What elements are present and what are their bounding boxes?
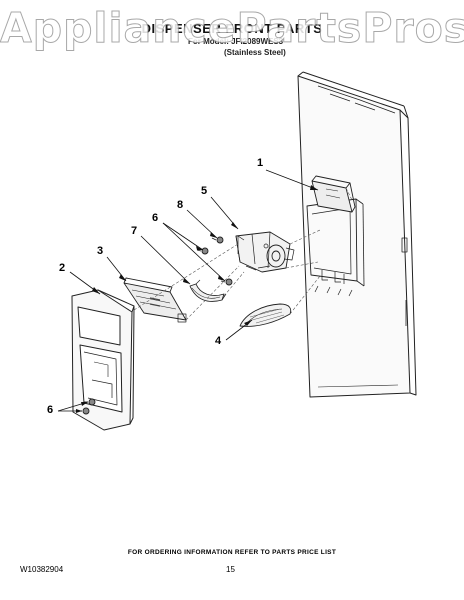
watermark: AppliancePartsPros.com bbox=[0, 4, 464, 53]
callout-4: 4 bbox=[215, 335, 222, 347]
callout-2: 2 bbox=[59, 262, 66, 274]
callout-6-upper: 6 bbox=[152, 212, 159, 224]
part-3-control-board bbox=[123, 277, 187, 323]
part-6-screws-upper bbox=[196, 247, 233, 286]
part-1-ice-chute bbox=[311, 175, 356, 213]
alignment-lines bbox=[133, 187, 353, 321]
callout-8: 8 bbox=[177, 199, 184, 211]
callout-1: 1 bbox=[257, 157, 264, 169]
part-6-screws-lower bbox=[78, 398, 96, 415]
document-number: W10382904 bbox=[20, 565, 64, 574]
part-8-screw bbox=[211, 236, 224, 244]
ordering-note: FOR ORDERING INFORMATION REFER TO PARTS … bbox=[127, 549, 337, 556]
callout-6-lower: 6 bbox=[47, 404, 54, 416]
callout-3: 3 bbox=[97, 245, 104, 257]
page-number: 15 bbox=[226, 565, 235, 574]
part-4-drip-tray bbox=[239, 303, 292, 327]
leader-lines bbox=[57, 169, 319, 412]
part-2-dispenser-front-frame bbox=[71, 289, 135, 431]
page-title: DISPENSER FRONT PARTS bbox=[141, 21, 323, 36]
leader-arrowheads bbox=[76, 185, 318, 413]
refrigerator-door bbox=[297, 71, 417, 398]
part-7-actuator-paddle bbox=[189, 279, 227, 302]
part-5-dispenser-module bbox=[235, 231, 295, 273]
callout-7: 7 bbox=[131, 225, 138, 237]
model-line: For Model: JFI2089WES3 bbox=[188, 37, 284, 46]
callout-5: 5 bbox=[201, 185, 208, 197]
finish-line: (Stainless Steel) bbox=[224, 48, 286, 57]
